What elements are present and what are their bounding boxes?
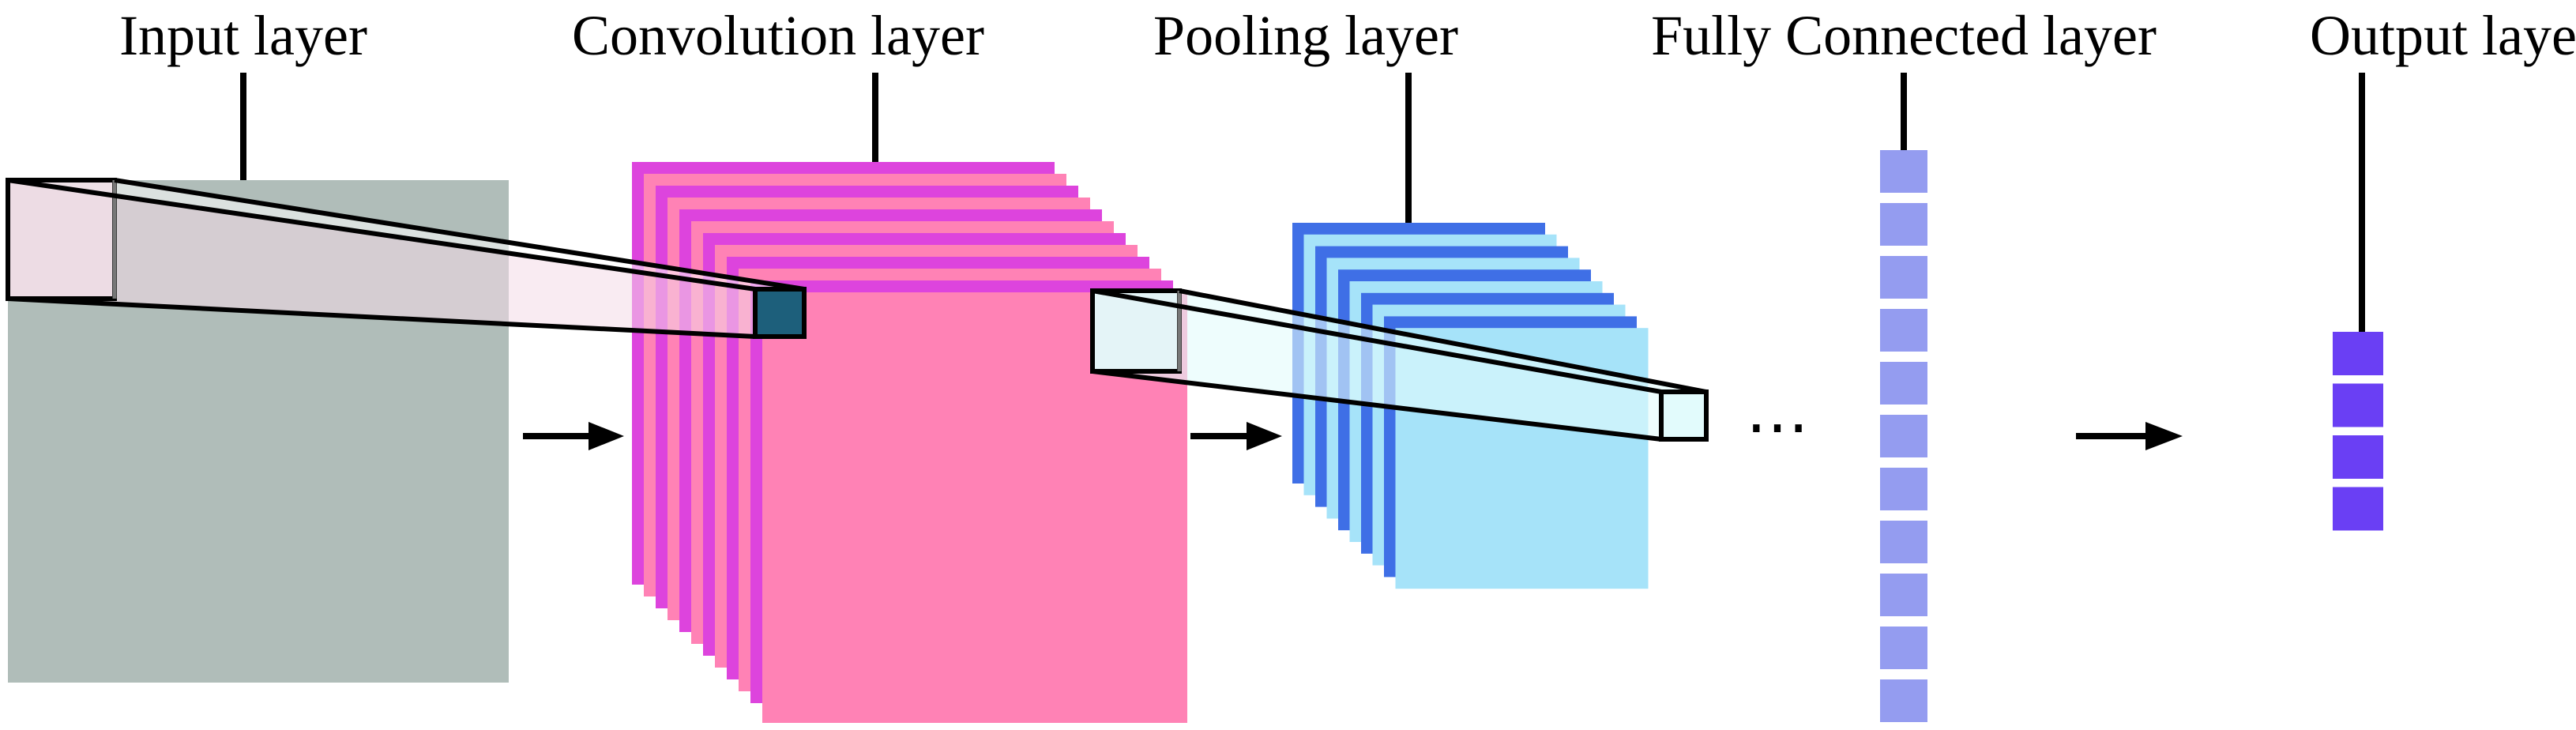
pooling-layer-label: Pooling layer [1153,4,1458,67]
input-layer-label: Input layer [119,4,367,67]
arrow-fc-to-output [2076,422,2183,450]
output-unit [2333,435,2383,479]
output-unit [2333,487,2383,531]
conv-receptive-field-bottom [8,180,755,337]
conv-receptive-field-edge [114,178,805,292]
output-units [2333,332,2383,531]
conv-receptive-field-target [753,287,807,339]
pool-receptive-field-edge [1179,288,1707,394]
fully-connected-units [1880,150,1927,722]
fully-connected-unit [1880,415,1927,457]
arrow-conv-to-pool [1190,422,1282,450]
fully-connected-unit [1880,679,1927,722]
fully-connected-unit [1880,574,1927,616]
arrow-input-to-conv [523,422,624,450]
conv-receptive-field-source [6,178,117,301]
output-layer-label: Output layer [2310,4,2576,67]
ellipsis-dots: ⋯ [1746,389,1809,463]
fully-connected-unit [1880,256,1927,299]
output-unit [2333,332,2383,375]
fully-connected-unit [1880,150,1927,193]
fully-connected-unit [1880,309,1927,352]
convolution-layer-label: Convolution layer [572,4,984,67]
pool-receptive-field-target [1659,389,1709,442]
fully-connected-unit [1880,203,1927,246]
fully-connected-unit [1880,627,1927,669]
output-unit [2333,383,2383,427]
fully-connected-unit [1880,362,1927,405]
fully-connected-unit [1880,468,1927,510]
fully-connected-layer-label: Fully Connected layer [1651,4,2157,67]
convolution-feature-maps [632,162,1187,723]
fully-connected-unit [1880,521,1927,563]
pool-receptive-field-bottom [1092,291,1661,439]
